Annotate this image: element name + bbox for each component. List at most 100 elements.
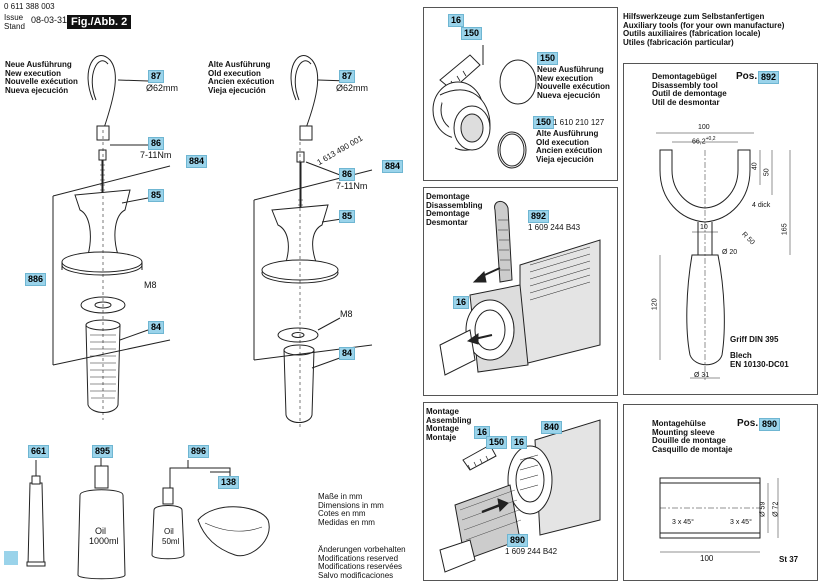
tool892-dim-d31: Ø 31: [694, 372, 710, 379]
tool890-chamfer-a: 3 x 45°: [672, 519, 694, 526]
tool892-grip: [686, 254, 725, 366]
tools-title: Hilfswerkzeuge zum Selbstanfertigen Auxi…: [623, 12, 784, 47]
tag-86-new: 86: [148, 137, 165, 150]
montage-es: Montaje: [426, 432, 457, 442]
oil-label-large: Oil: [95, 526, 106, 536]
issue-label-en: Issue: [4, 13, 24, 22]
mid-old-de: Alte Ausführung: [536, 129, 599, 138]
tag-86-old: 86: [339, 168, 356, 181]
mid-old-es: Vieja ejecución: [536, 154, 594, 164]
old-exec-fr: Ancien exécution: [208, 77, 275, 86]
tool892-dim-40: 40: [751, 162, 759, 171]
color-swatch: [4, 551, 18, 565]
tag-886: 886: [25, 273, 47, 286]
tool892-es: Util de desmontar: [652, 97, 720, 107]
tool890-fr: Douille de montage: [652, 436, 726, 445]
panel-tool-892: [623, 63, 818, 395]
mods-de: Änderungen vorbehalten: [318, 545, 406, 554]
tool892-en: EN 10130-DC01: [730, 360, 789, 369]
header-block: 0 611 388 003 Issue Stand: [4, 2, 55, 31]
old-exec-title: Alte Ausführung Old execution Ancien exé…: [208, 60, 275, 95]
tag-895: 895: [92, 445, 114, 458]
new-exec-de: Neue Ausführung: [5, 60, 72, 69]
bottle-large-cap: [94, 465, 109, 489]
tool890-material: St 37: [779, 555, 799, 564]
issue-label: Issue Stand: [4, 13, 55, 31]
grip-new: [85, 324, 121, 413]
mods-note: Änderungen vorbehalten Modifications res…: [318, 545, 406, 580]
spring-ring-old: [497, 131, 527, 169]
new-exec-title: Neue Ausführung New execution Nouvelle e…: [5, 60, 78, 95]
issue-date: 08-03-31: [31, 15, 68, 25]
part-number: 0 611 388 003: [4, 2, 55, 11]
dims-de: Maße in mm: [318, 492, 363, 501]
tool892-fr: Outil de demontage: [652, 89, 727, 98]
bottle-large: [77, 489, 126, 580]
tag-87-old: 87: [339, 70, 356, 83]
tag-87-new: 87: [148, 70, 165, 83]
tool892-pos-tag: 892: [758, 71, 780, 84]
tool890-dim-59: Ø 59: [759, 501, 767, 517]
dims-fr: Cotes en mm: [318, 509, 366, 518]
montage-de: Montage: [426, 407, 459, 416]
mid-old-en: Old execution: [536, 137, 589, 147]
tool892-dim-50: 50: [763, 168, 771, 177]
dims-en: Dimensions in mm: [318, 500, 384, 510]
tools-de: Hilfswerkzeuge zum Selbstanfertigen: [623, 12, 765, 21]
panel-ring: [423, 7, 618, 181]
montage-fr: Montage: [426, 424, 459, 433]
panel-tool-890: [623, 404, 818, 581]
bottle-small-cap: [162, 487, 174, 505]
mods-en: Modifications reserved: [318, 553, 399, 563]
strap-old: [290, 55, 319, 129]
mid-new-es: Nueva ejecución: [537, 90, 601, 100]
tag-84-old: 84: [339, 347, 356, 360]
issue-label-de: Stand: [4, 22, 25, 31]
tool890-dim-72: Ø 72: [772, 501, 780, 517]
label-m8-old: M8: [340, 309, 353, 319]
tag-16-dem: 16: [453, 296, 470, 309]
tool892-dim-66: 66,2+0,2: [692, 135, 716, 147]
old-exec-en: Old execution: [208, 68, 261, 78]
mid-new-en: New execution: [537, 73, 594, 83]
tool892-de: Demontagebügel: [652, 72, 717, 81]
tag-896: 896: [188, 445, 210, 458]
tool892-dim-4dick: 4 dick: [752, 202, 771, 209]
panel-demontage: [423, 187, 618, 396]
part-892: 1 609 244 B43: [528, 223, 581, 232]
tag-884-new: 884: [186, 155, 208, 168]
tool890-chamfer-b: 3 x 45°: [730, 519, 752, 526]
tag-16-top: 16: [448, 14, 465, 27]
tool892-blech: Blech: [730, 351, 752, 360]
tool892-title: Demontagebügel Disassembly tool Outil de…: [652, 72, 727, 107]
tag-884-old: 884: [382, 160, 404, 173]
oil-volume-large: 1000ml: [89, 536, 119, 546]
mid-old-fr: Ancien exécution: [536, 146, 603, 155]
torque-86-new: 7-11Nm: [140, 150, 172, 160]
panel-montage: [423, 402, 618, 581]
tag-840: 840: [541, 421, 563, 434]
mid-new-de: Neue Ausführung: [537, 65, 604, 74]
tool892-griff: Griff DIN 395: [730, 335, 779, 344]
figure-label: Fig./Abb. 2: [67, 15, 132, 29]
tag-890: 890: [507, 534, 529, 547]
tag-150-top-b: 150: [537, 52, 559, 65]
tool892-pos-label: Pos.: [736, 71, 758, 82]
tag-150-top-c: 150: [533, 116, 555, 129]
tag-138: 138: [218, 476, 240, 489]
grip-old: [283, 349, 315, 423]
part-150: 1 610 210 127: [553, 118, 605, 127]
tag-85-old: 85: [339, 210, 356, 223]
dim-87-new: Ø62mm: [146, 83, 179, 93]
tool892-en: Disassembly tool: [652, 80, 718, 90]
oil-volume-small: 50ml: [162, 537, 180, 546]
tool892-dim-66-value: 66,2: [692, 138, 706, 146]
demontage-de: Demontage: [426, 192, 470, 201]
spring-ring-new: [499, 59, 537, 105]
tool890-title: Montagehülse Mounting sleeve Douille de …: [652, 419, 732, 454]
tools-fr: Outils auxiliaires (fabrication locale): [623, 29, 761, 38]
mods-fr: Modifications reservées: [318, 562, 403, 571]
mid-new-fr: Nouvelle exécution: [537, 82, 610, 91]
tools-es: Utiles (fabricación particular): [623, 37, 734, 47]
